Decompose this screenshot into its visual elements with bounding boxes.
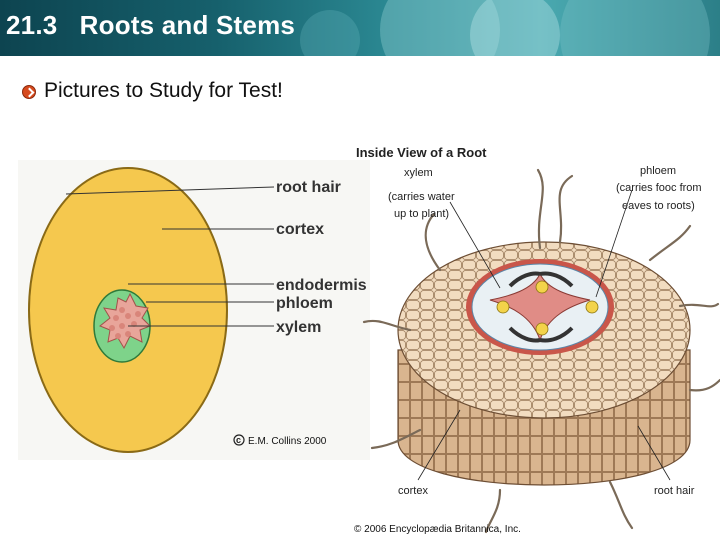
- phloem-bundle: [535, 322, 549, 336]
- label-lines: [65, 186, 275, 327]
- decor-bubble: [380, 0, 500, 56]
- xylem-label: xylem: [276, 319, 321, 336]
- decor-bubble: [300, 10, 360, 56]
- xylem-label: xylem: [404, 167, 433, 179]
- left-figure-copyright: E.M. Collins 2000: [248, 436, 327, 447]
- slide-subtitle: Pictures to Study for Test!: [44, 79, 283, 102]
- cortex-label: cortex: [276, 221, 324, 238]
- root-hair-label: root hair: [276, 179, 341, 196]
- phloem-note-2: eaves to roots): [622, 200, 695, 212]
- root-hair-label: root hair: [654, 485, 695, 497]
- bullet-icon: [22, 85, 36, 99]
- right-figure-title: Inside View of a Root: [356, 145, 487, 160]
- phloem-note-1: (carries fooc from: [616, 182, 702, 194]
- root-3d-diagram: Inside View of a Root xylem (carr: [354, 145, 720, 535]
- root-hairs: [362, 168, 720, 534]
- xylem-note-2: up to plant): [394, 208, 449, 220]
- xylem-note-1: (carries water: [388, 191, 455, 203]
- xylem-cells: [109, 307, 141, 339]
- decor-bubble: [560, 0, 710, 56]
- decor-bubble: [470, 0, 560, 56]
- cortex-label: cortex: [398, 485, 428, 497]
- root-cross-section-diagram: root hair cortex endodermis phloem xylem…: [18, 160, 370, 460]
- copyright-c: c: [236, 435, 241, 445]
- slide-title: 21.3 Roots and Stems: [6, 10, 296, 40]
- phloem-bundle: [585, 300, 599, 314]
- phloem-bundle: [535, 280, 549, 294]
- phloem-label: phloem: [640, 165, 676, 177]
- pericycle-arcs: [508, 271, 574, 343]
- copyright-icon: [233, 434, 245, 446]
- phloem-label: phloem: [276, 295, 333, 312]
- header-divider: [0, 56, 720, 58]
- right-figure-copyright: © 2006 Encyclopædia Britannica, Inc.: [354, 524, 521, 535]
- title-bar: 21.3 Roots and Stems: [0, 0, 720, 56]
- phloem-bundle: [496, 300, 510, 314]
- pointer-lines: [417, 189, 671, 481]
- endodermis-label: endodermis: [276, 277, 367, 294]
